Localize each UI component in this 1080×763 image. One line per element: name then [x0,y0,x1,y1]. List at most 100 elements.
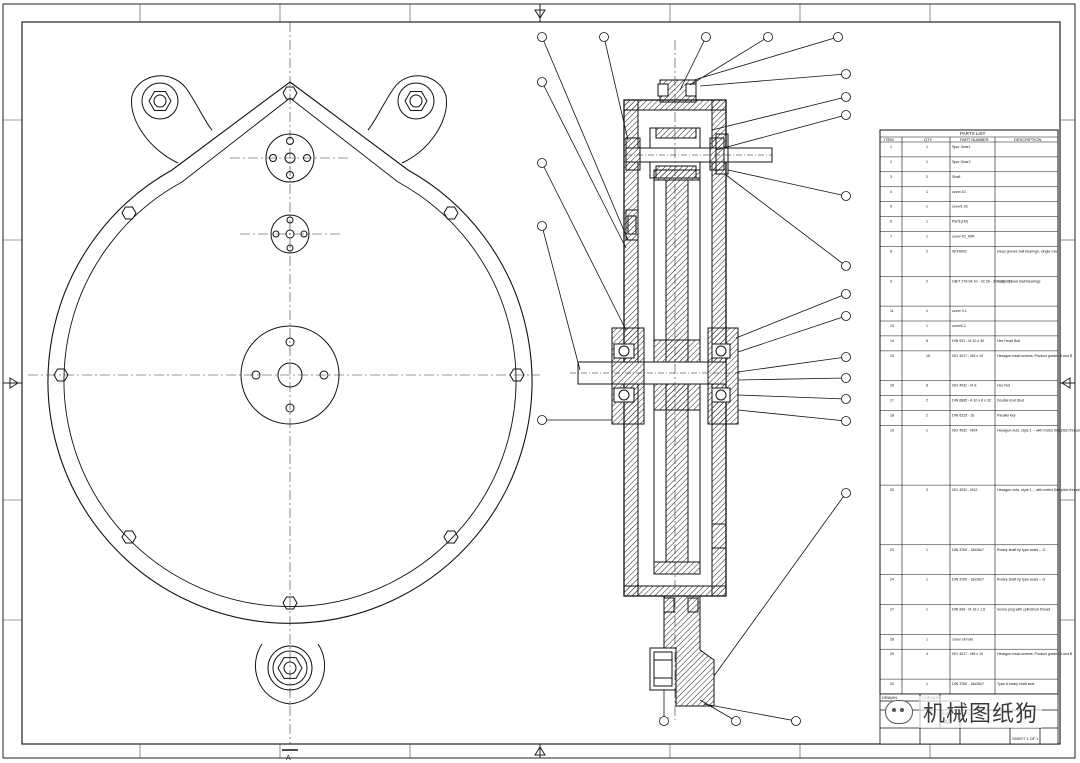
parts-list-cell-item: 27 [890,608,894,612]
parts-list-cell-item: 11 [890,309,894,313]
parts-list-cell-item: 2 [890,160,892,164]
parts-list-cell-qty: 8 [926,339,928,343]
parts-list-cell-item: 28 [890,637,894,641]
parts-list-cell-item: 1 [890,145,892,149]
parts-list-cell-desc: Hex Nut [997,384,1010,388]
parts-list-cell-item: 9 [890,279,892,283]
parts-list-cell-qty: 2 [926,175,928,179]
parts-list-cell-desc: Hexagon head screws; Product grades A an… [997,652,1073,656]
parts-list-cell-part: DIN 908 - M 18 x 1.5 [952,608,985,612]
parts-list-cell-item: 15 [890,354,894,358]
parts-list-cell-qty: 4 [926,652,928,656]
parts-list-cell-desc: Rotary shaft lip type seals -- G [997,578,1046,582]
parts-list-cell-part: cover-01 [952,190,966,194]
parts-list-cell-qty: 1 [926,205,928,209]
parts-list-cell-part: ISO 4017 - M5 x 10 [952,354,983,358]
lug-top-right [367,75,447,164]
parts-list-cell-item: 14 [890,339,894,343]
col-header-qty: QTY [924,137,933,142]
parts-list-cell-desc: Screw plug with cylindrical thread [997,608,1050,612]
parts-list-cell-desc: Deep groove ball bearings, single row [997,249,1058,253]
perimeter-bolts [53,86,525,610]
sheet-label: SHEET 1 OF 1 [1012,736,1039,741]
section-view [570,79,773,707]
col-header-part-number: PART NUMBER [960,137,989,142]
parts-list-cell-qty: 8 [926,384,928,388]
parts-list-cell-part: DIN 3760 - 18x28x7 [952,548,984,552]
parts-list-cell-qty: 2 [926,399,928,403]
wechat-icon [884,700,913,724]
parts-list-cell-item: 13 [890,324,894,328]
parts-list-cell-item: 29 [890,652,894,656]
parts-list-title: PARTS LIST [960,131,986,136]
parts-list-cell-qty: 1 [926,548,928,552]
parts-list-cell-part: DIN 6325 - 16 [952,414,974,418]
parts-list-cell-item: 23 [890,548,894,552]
parts-list-cell-desc: Hex Head Bolt [997,339,1020,343]
parts-list-cell-desc: Double End Stud [997,399,1024,403]
parts-list: PARTS LIST ITEM QTY PART NUMBER DESCRIPT… [879,129,1080,695]
balloons [537,32,851,726]
parts-list-cell-part: DIN 931 - M 10 x 30 [952,339,984,343]
parts-list-cell-part: ISO 4032 - M12 [952,488,977,492]
parts-list-cell-part: DIN 3760 - 18x28x7 [952,578,984,582]
parts-list-cell-item: 18 [890,414,894,418]
parts-list-cell-qty: 2 [926,279,928,283]
drawn-label: DRAWN [882,695,897,700]
parts-list-cell-desc: Rotary shaft lip type seals -- G [997,548,1046,552]
parts-list-cell-desc: Type A rotary shaft seal [997,682,1035,686]
parts-list-cell-qty: 1 [926,160,928,164]
parts-list-cell-part: cover-01_MIR [952,235,975,239]
lug-bottom [254,643,326,705]
parts-list-cell-part: cover0.2 [952,324,966,328]
parts-list-cell-item: 7 [890,235,892,239]
zone-ticks [3,4,1075,758]
parts-list-cell-item: 16 [890,384,894,388]
datum-label: A [286,755,291,762]
parts-list-cell-item: 24 [890,578,894,582]
parts-list-cell-qty: 1 [926,190,928,194]
parts-list-cell-part: ISO 4032 - M 8 [952,384,976,388]
parts-list-cell-part: Part1(1M) [952,220,968,224]
parts-list-cell-item: 4 [890,190,892,194]
parts-list-cell-item: 5 [890,205,892,209]
parts-list-cell-item: 19 [890,429,894,433]
lug-top-left [131,75,213,164]
datum-marker: A [282,749,298,762]
centering-marks [3,4,1075,758]
col-header-item: ITEM [884,137,894,142]
end-view-centerlines [28,22,540,744]
col-header-description: DESCRIPTION [1014,137,1041,142]
watermark: 机械图纸狗 [884,696,1042,728]
parts-list-cell-desc: Hexagon nuts, style 1 -- with metric fin… [997,429,1080,433]
parts-list-cell-part: SKF6002 [952,249,967,253]
parts-list-cell-qty: 3 [926,488,928,492]
parts-list-cell-qty: 16 [926,354,930,358]
parts-list-cell-part: ISO 4017 - M8 x 10 [952,652,983,656]
parts-list-cell-item: 30 [890,682,894,686]
parts-list-cell-part: Spur Gear1 [952,145,971,149]
parts-list-cell-item: 6 [890,220,892,224]
parts-list-cell-part: cover oil hole [952,637,973,641]
parts-list-cell-item: 17 [890,399,894,403]
parts-list-cell-qty: 1 [926,309,928,313]
parts-list-cell-qty: 1 [926,608,928,612]
parts-list-header: ITEM QTY PART NUMBER DESCRIPTION [884,137,1041,142]
parts-list-cell-qty: 1 [926,235,928,239]
outer-frame [2,3,1076,759]
parts-list-cell-qty: 2 [926,414,928,418]
parts-list-cell-qty: 1 [926,145,928,149]
parts-list-cell-part: cover 0.1 [952,309,967,313]
parts-list-cell-part: Shaft [952,175,960,179]
parts-list-cell-desc: Parallel key [997,414,1016,418]
parts-list-cell-item: 3 [890,175,892,179]
parts-list-cell-desc: Deep Groove Ball Bearings [997,279,1041,283]
parts-list-cell-desc: Hexagon nuts, style 1 -- with metric fin… [997,488,1080,492]
parts-list-cell-qty: 1 [926,578,928,582]
parts-list-cell-qty: 1 [926,220,928,224]
parts-list-cell-qty: 2 [926,249,928,253]
parts-list-cell-qty: 1 [926,637,928,641]
parts-list-cell-desc: Hexagon head screws; Product grades A an… [997,354,1073,358]
